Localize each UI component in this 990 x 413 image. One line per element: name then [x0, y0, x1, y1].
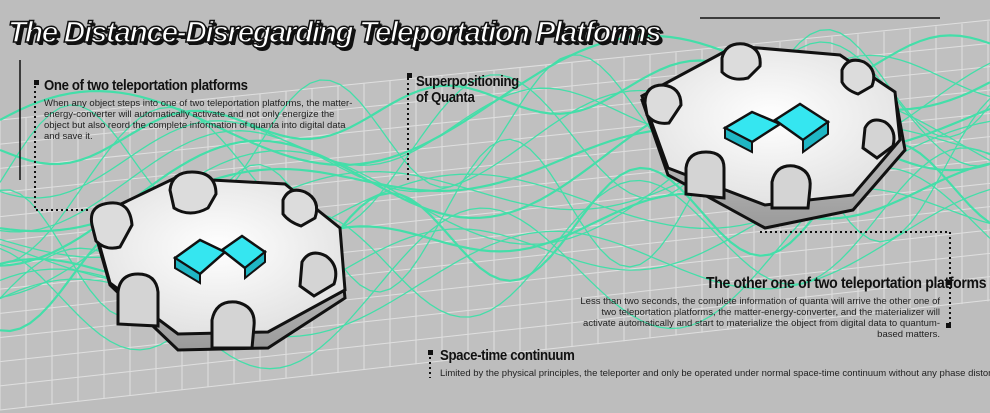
- wave-path: [0, 147, 990, 351]
- bullet-marker: [428, 350, 433, 355]
- platform-two-heading: The other one of two teleportation platf…: [706, 275, 987, 292]
- platform-two-text: Less than two seconds, the complete info…: [580, 296, 940, 340]
- superposition-heading-line1: Superpositioning: [416, 73, 519, 90]
- teleportation-platform-right: [640, 42, 907, 230]
- platform-one-heading: One of two teleportation platforms: [44, 77, 248, 94]
- grid-line: [0, 276, 990, 387]
- bullet-marker: [407, 73, 412, 78]
- grid-line: [0, 299, 990, 411]
- platform-one-text: When any object steps into one of two te…: [44, 98, 353, 142]
- continuum-heading: Space-time continuum: [440, 347, 575, 364]
- leader-lines: [34, 78, 951, 378]
- title-banner: The Distance-Disregarding Teleportation …: [0, 12, 662, 52]
- bullet-marker: [946, 323, 951, 328]
- page-title: The Distance-Disregarding Teleportation …: [7, 15, 662, 50]
- superposition-heading-line2: of Quanta: [416, 89, 475, 106]
- frame-lines: [19, 17, 940, 180]
- bullet-marker: [34, 80, 39, 85]
- continuum-text: Limited by the physical principles, the …: [440, 368, 990, 379]
- bullet-marker: [946, 280, 951, 285]
- wave-path: [0, 41, 990, 265]
- teleportation-platform-left: [89, 170, 347, 352]
